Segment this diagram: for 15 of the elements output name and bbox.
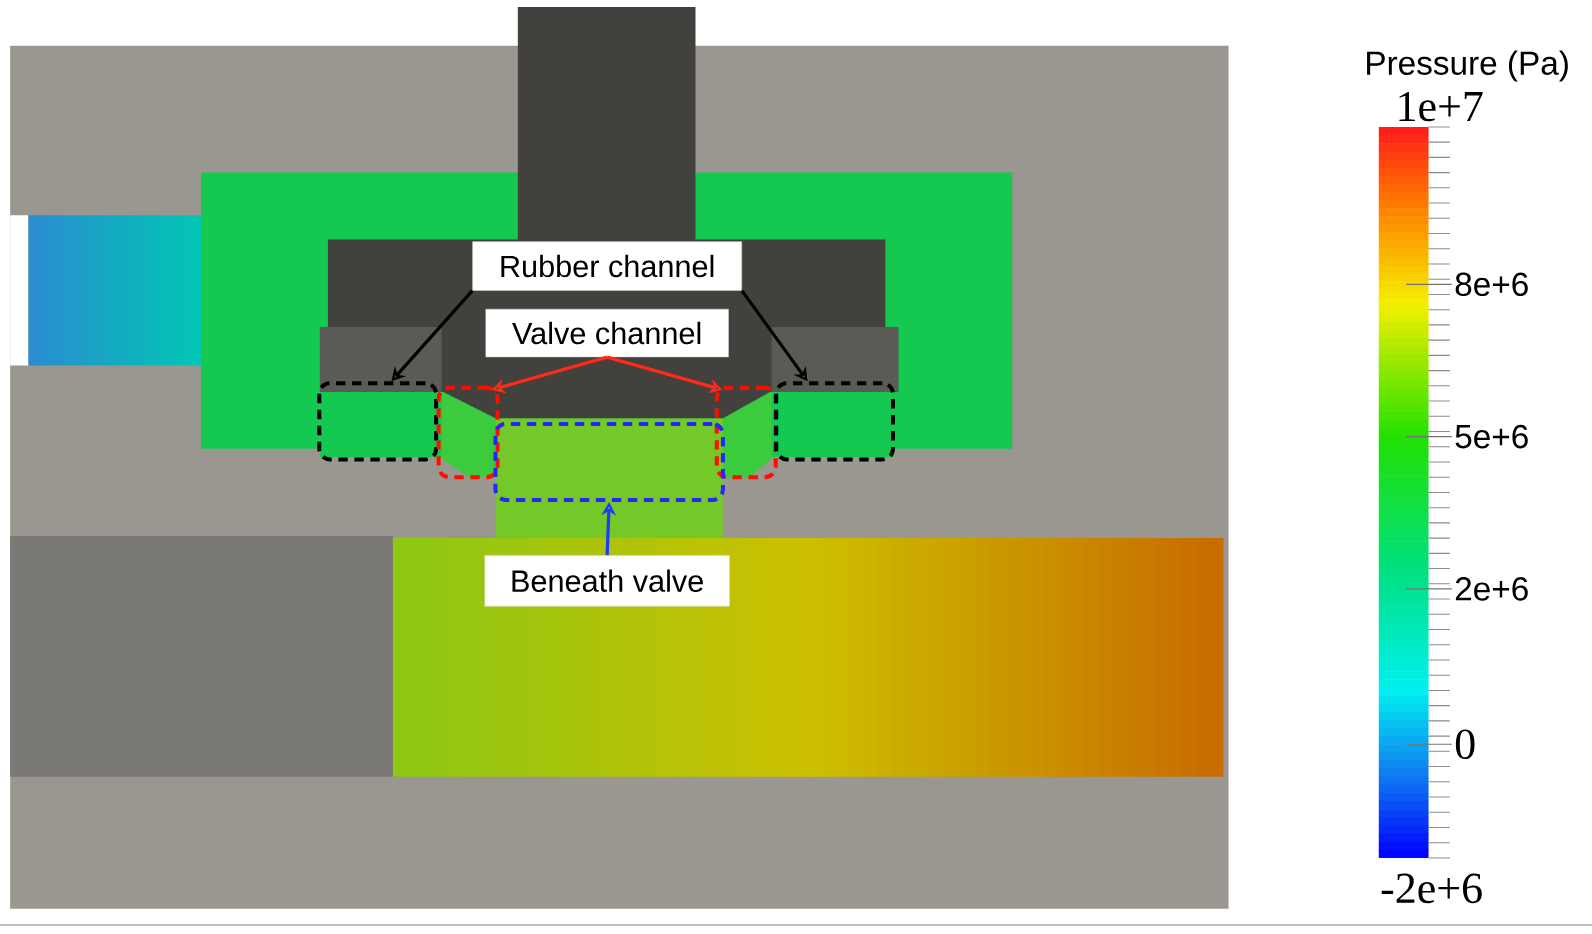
callout-box: Beneath valve	[484, 555, 730, 607]
callout-box: Valve channel	[485, 308, 729, 358]
tick-label: 0	[1455, 729, 1475, 760]
dashed-outline	[436, 385, 500, 480]
dashed-outline	[774, 381, 895, 462]
legend-title: Pressure (Pa)	[1367, 50, 1568, 82]
tick-label: 8e+6	[1455, 272, 1528, 297]
dashed-outline	[714, 385, 778, 480]
callout-box: Rubber channel	[472, 241, 742, 291]
dashed-outline	[493, 421, 725, 502]
tick-label: -2e+6	[1381, 873, 1482, 904]
tick-label: 2e+6	[1455, 577, 1528, 601]
tick-label: 1e+7	[1399, 91, 1483, 122]
tick-label: 5e+6	[1455, 424, 1528, 449]
dashed-outline	[317, 381, 439, 462]
